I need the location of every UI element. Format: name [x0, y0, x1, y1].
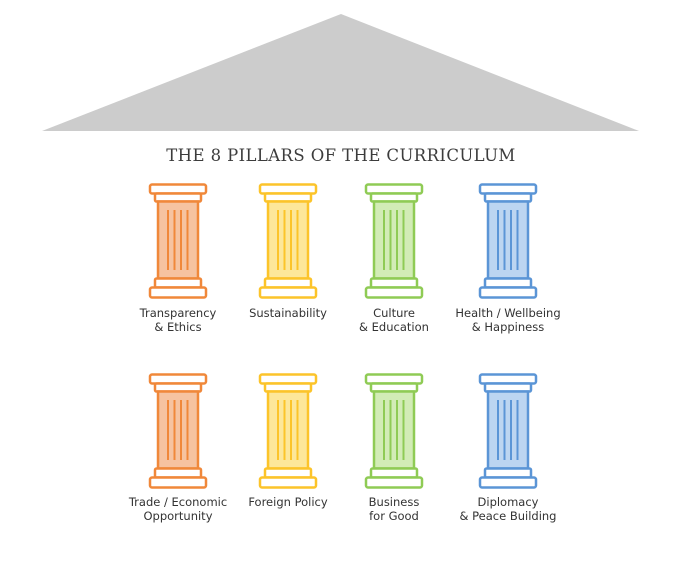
page-title: THE 8 PILLARS OF THE CURRICULUM	[166, 146, 516, 165]
pillar-label-line1: Sustainability	[249, 306, 327, 320]
pillar-icon	[258, 183, 318, 299]
pillar-label-line2: & Peace Building	[459, 509, 557, 523]
pillar-4	[478, 183, 538, 301]
pillar-label-line1: Health / Wellbeing	[455, 306, 561, 320]
pillar-label-6: Foreign Policy	[213, 495, 363, 509]
pillar-label-line1: Trade / Economic	[128, 495, 228, 509]
pillar-3	[364, 183, 424, 301]
pillar-1	[148, 183, 208, 301]
pillar-6	[258, 373, 318, 491]
pillar-label-line1: Foreign Policy	[248, 495, 328, 509]
pillar-label-2: Sustainability	[213, 306, 363, 320]
roof-shape	[42, 14, 639, 131]
roof-triangle	[42, 14, 639, 131]
pillar-icon	[364, 373, 424, 489]
pillar-7	[364, 373, 424, 491]
pillar-icon	[478, 183, 538, 299]
pillar-label-line2: for Good	[369, 509, 419, 523]
pillar-2	[258, 183, 318, 301]
pillar-icon	[148, 373, 208, 489]
pillar-label-8: Diplomacy& Peace Building	[433, 495, 583, 523]
pillar-icon	[258, 373, 318, 489]
pillar-label-line2: & Happiness	[471, 320, 545, 334]
pillar-label-1: Transparency& Ethics	[103, 306, 253, 334]
pillar-label-line2: & Education	[359, 320, 429, 334]
pillar-label-line1: Diplomacy	[477, 495, 539, 509]
pillar-icon	[148, 183, 208, 299]
pillar-label-line1: Business	[368, 495, 420, 509]
pillar-icon	[478, 373, 538, 489]
pillar-label-line1: Culture	[373, 306, 415, 320]
pillar-label-line1: Transparency	[139, 306, 217, 320]
pillar-icon	[364, 183, 424, 299]
pillar-8	[478, 373, 538, 491]
pillar-label-line2: & Ethics	[154, 320, 202, 334]
pillar-5	[148, 373, 208, 491]
pillar-label-line2: Opportunity	[143, 509, 213, 523]
pillar-label-4: Health / Wellbeing& Happiness	[433, 306, 583, 334]
pillar-label-3: Culture& Education	[319, 306, 469, 334]
